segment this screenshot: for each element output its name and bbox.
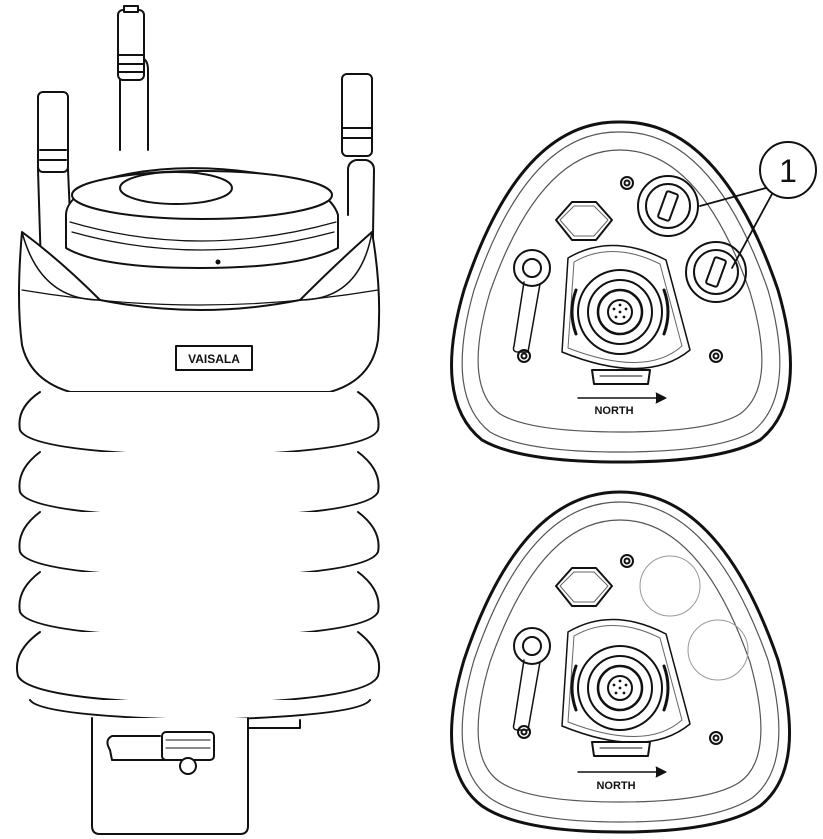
callout-1: 1 [699,141,817,269]
bottom-view-open-ports: NORTH [450,490,792,834]
bottom-mount [91,717,301,835]
bottom-view-with-plugs: NORTH [450,120,792,464]
slotted-plug-icon [685,241,747,303]
upper-housing: VAISALA [18,231,381,393]
callout-number: 1 [779,153,797,189]
open-port-icon [687,619,749,681]
slotted-plug-icon [637,175,699,237]
connector-icon [577,645,663,731]
top-dome [65,167,339,269]
bottom-view-outline [450,490,792,834]
wind-transducer-arms [37,5,375,301]
north-label: NORTH [596,780,635,792]
transmitter-unit: VAISALA [16,5,381,835]
hex-plug-icon [555,201,613,241]
bottom-view-outline [450,120,792,464]
brand-label: VAISALA [188,352,240,366]
hex-plug-icon [555,567,613,607]
radiation-shield [16,391,380,721]
connector-icon [577,269,663,355]
open-port-icon [639,555,701,617]
north-label: NORTH [594,405,633,417]
